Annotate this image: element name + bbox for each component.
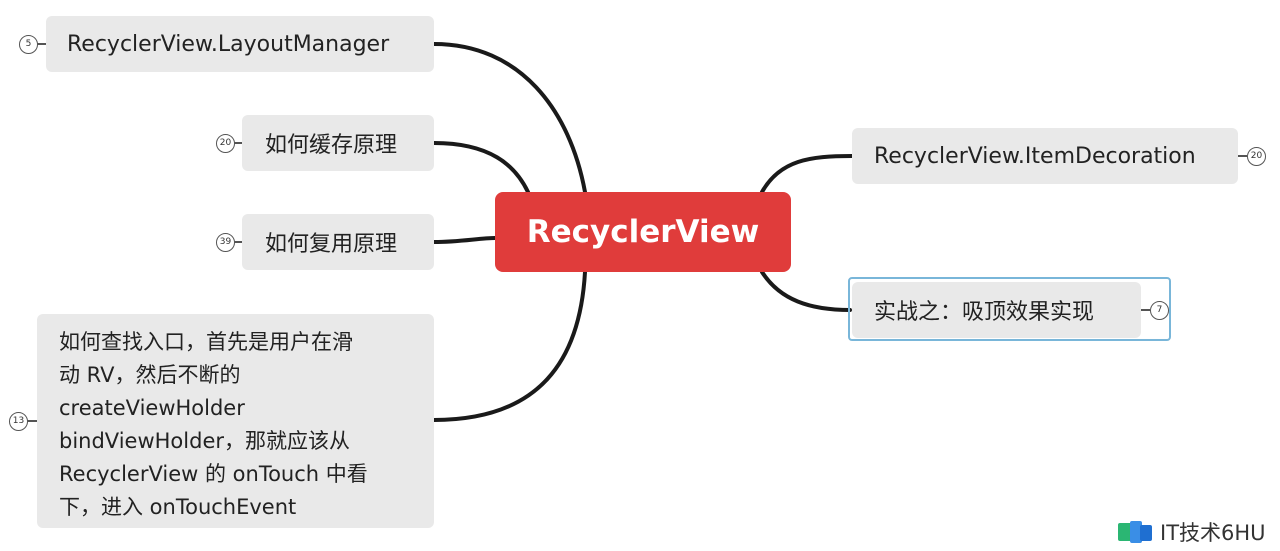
edge-itemdecoration [760,154,854,194]
watermark-logo-icon [1118,519,1154,545]
collapse-badge[interactable]: 7 [1150,301,1169,320]
node-label: 如何缓存原理 [265,133,398,158]
node-line: bindViewHolder，那就应该从 [59,429,350,453]
node-line: 动 RV，然后不断的 [59,363,241,387]
node-line: createViewHolder [59,396,245,420]
node-layoutmanager[interactable]: RecyclerView.LayoutManager [46,16,434,72]
node-cache-principle[interactable]: 如何缓存原理 [242,115,434,171]
node-line: RecyclerView 的 onTouch 中看 [59,462,368,486]
collapse-badge[interactable]: 5 [19,35,38,54]
collapse-badge[interactable]: 13 [9,412,28,431]
node-find-entry[interactable]: 如何查找入口，首先是用户在滑 动 RV，然后不断的 createViewHold… [37,314,434,528]
edge-layoutmanager [432,42,587,194]
watermark: IT技术6HU [1118,517,1266,547]
node-sticky-header[interactable]: 实战之：吸顶效果实现 [852,282,1141,338]
node-itemdecoration[interactable]: RecyclerView.ItemDecoration [852,128,1238,184]
node-line: 如何查找入口，首先是用户在滑 [59,330,353,354]
node-label: 如何复用原理 [265,232,398,257]
watermark-text: IT技术6HU [1160,521,1266,545]
edge-sticky [760,270,852,312]
node-reuse-principle[interactable]: 如何复用原理 [242,214,434,270]
node-label: RecyclerView.LayoutManager [67,31,390,57]
collapse-badge[interactable]: 39 [216,233,235,252]
selection-outline [848,277,1171,341]
root-label: RecyclerView [526,214,760,250]
node-label: 实战之：吸顶效果实现 [874,300,1095,325]
edge-reuse [432,236,497,244]
collapse-badge[interactable]: 20 [216,134,235,153]
node-label: RecyclerView.ItemDecoration [874,143,1196,169]
edge-cache [432,141,530,194]
root-node[interactable]: RecyclerView [495,192,791,272]
node-line: 下，进入 onTouchEvent [59,495,297,519]
edge-multiline [432,270,587,422]
collapse-badge[interactable]: 20 [1247,147,1266,166]
